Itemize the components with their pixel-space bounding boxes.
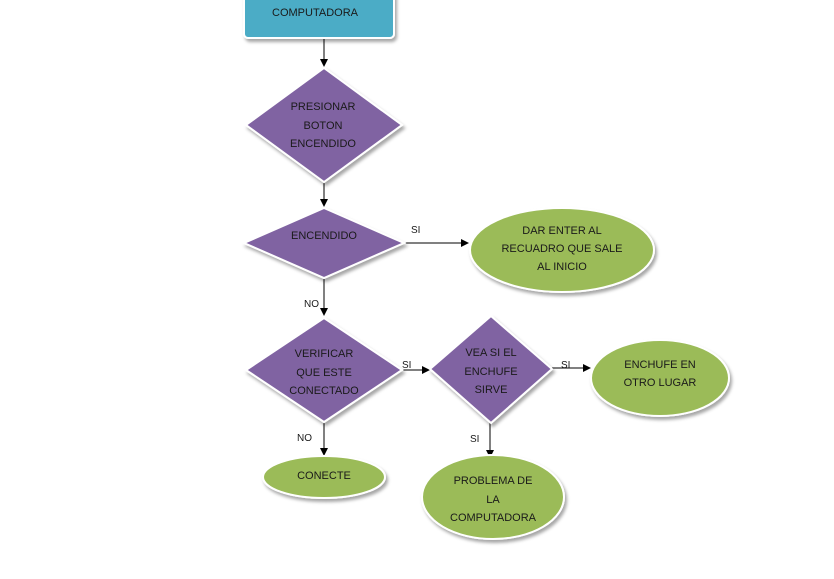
terminal-computer-problem	[421, 454, 565, 540]
decision-check-outlet-line2: ENCHUFE	[464, 366, 517, 378]
decision-verify-connected-line1: VERIFICAR	[295, 348, 354, 360]
terminal-press-enter-line1: DAR ENTER AL	[522, 225, 601, 237]
terminal-other-outlet	[590, 339, 730, 417]
edge-label-powered-no: NO	[304, 299, 319, 310]
decision-powered-on	[241, 206, 407, 280]
edge-label-verify-yes: SI	[402, 360, 411, 371]
decision-press-power-line3: ENCENDIDO	[290, 138, 356, 150]
decision-verify-connected-line2: QUE ESTE	[296, 367, 352, 379]
terminal-other-outlet-line2: OTRO LUGAR	[624, 377, 697, 389]
decision-check-outlet	[428, 314, 554, 425]
terminal-other-outlet-line1: ENCHUFE EN	[624, 359, 696, 371]
terminal-press-enter	[469, 207, 655, 293]
decision-check-outlet-line1: VEA SI EL	[465, 347, 516, 359]
decision-press-power-line1: PRESIONAR	[291, 101, 356, 113]
terminal-connect	[262, 455, 386, 499]
decision-verify-connected	[244, 316, 404, 424]
terminal-computer-problem-line2: LA	[486, 494, 500, 506]
decision-powered-on-label: ENCENDIDO	[291, 230, 357, 242]
decision-verify-connected-line3: CONECTADO	[289, 385, 359, 397]
terminal-computer-problem-line3: COMPUTADORA	[450, 512, 537, 524]
edge-label-powered-yes: SI	[411, 225, 420, 236]
decision-check-outlet-line3: SIRVE	[475, 384, 508, 396]
terminal-computer-problem-line1: PROBLEMA DE	[454, 475, 533, 487]
terminal-press-enter-line2: RECUADRO QUE SALE	[501, 243, 622, 255]
decision-press-power	[244, 66, 404, 184]
edge-label-verify-no: NO	[297, 433, 312, 444]
decision-press-power-line2: BOTON	[304, 120, 343, 132]
edge-label-outlet-yes: SI	[561, 360, 570, 371]
start-node	[243, 0, 395, 39]
terminal-connect-label: CONECTE	[297, 470, 351, 482]
terminal-press-enter-line3: AL INICIO	[537, 261, 587, 273]
start-node-label: COMPUTADORA	[272, 7, 359, 19]
edge-label-outlet-no: SI	[470, 434, 479, 445]
